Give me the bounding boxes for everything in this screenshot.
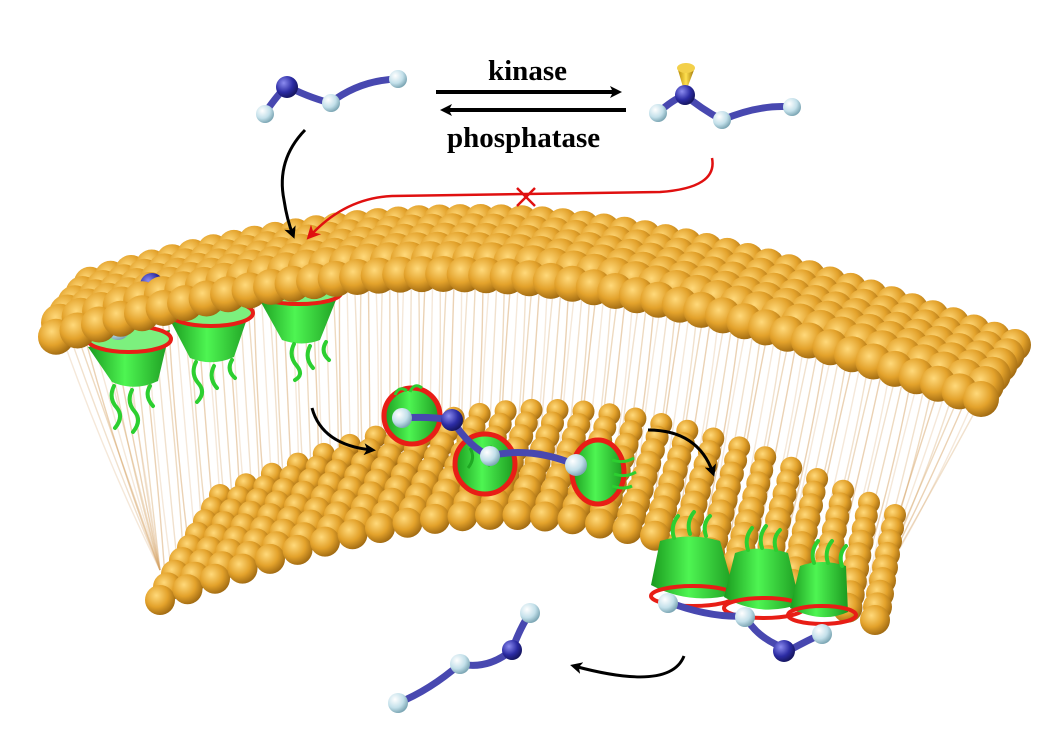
peptide-unphosphorylated [256,70,407,123]
carrier-group-bottom [649,510,858,662]
cross-icon [516,187,536,207]
peptide-released [388,603,540,713]
peptide-bound-bottom [658,593,832,662]
insertion-arrow [310,407,376,456]
release-arrow [570,655,686,679]
peptide-in-membrane [392,408,587,476]
kinase-label: kinase [488,55,567,87]
process-arrows [280,128,717,679]
phosphatase-label: phosphatase [447,122,601,154]
top-lipid-front [38,241,1004,417]
translocation-arrow [647,428,717,477]
carrier-mid-3 [569,437,637,507]
binding-arrow [280,128,307,239]
peptide-phosphorylated [649,63,801,129]
equilibrium-arrows [436,86,626,116]
translocating-complex [381,384,637,507]
blocked-binding-arrow [306,157,714,240]
